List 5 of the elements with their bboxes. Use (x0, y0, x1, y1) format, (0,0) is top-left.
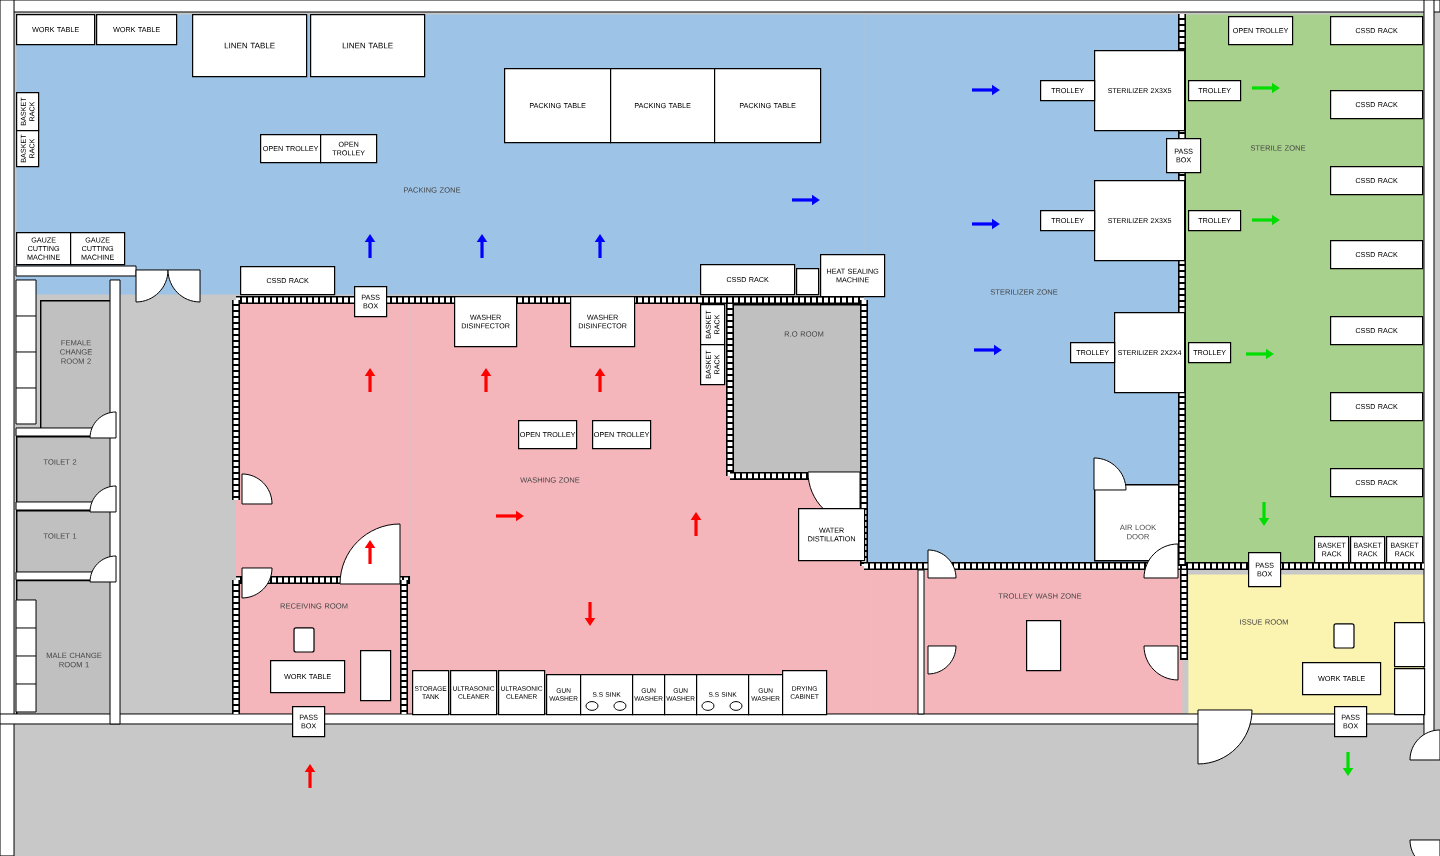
equipment-box (1026, 619, 1062, 672)
equipment-box (1394, 668, 1426, 716)
equipment-box (796, 267, 820, 296)
equipment-box (360, 649, 392, 702)
equipment-box (1394, 621, 1426, 668)
